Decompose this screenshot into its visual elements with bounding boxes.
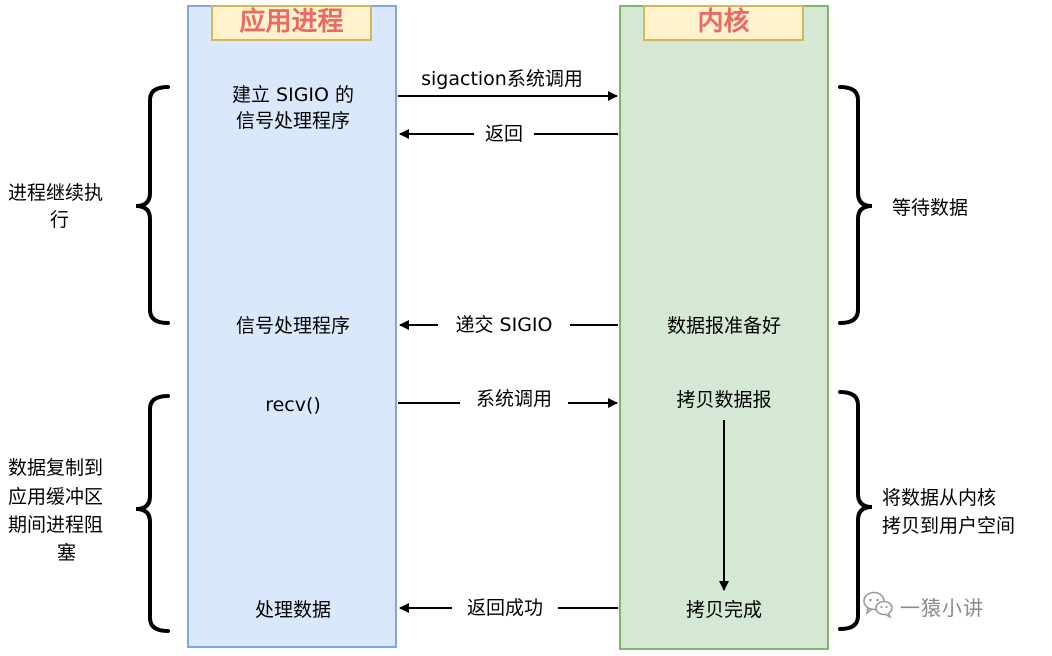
watermark: 一猿小讲 [862,590,984,622]
recv-call-step: recv() [265,394,321,416]
copy-datagram-step: 拷贝数据报 [676,389,772,411]
brace-left-blocked [135,394,170,633]
signal-handler-step: 信号处理程序 [235,315,350,337]
blocked-note-line4: 塞 [57,542,77,564]
syscall-label: 系统调用 [460,386,568,413]
app-process-header: 应用进程 [211,5,372,41]
datagram-ready-step: 数据报准备好 [666,315,781,337]
setup-handler-line2: 信号处理程序 [235,110,350,132]
sigaction-syscall-label: sigaction系统调用 [402,66,602,93]
brace-right-wait [838,85,873,325]
watermark-text: 一猿小讲 [900,595,984,620]
continue-note-line1: 进程继续执 [8,182,104,204]
setup-handler-line1: 建立 SIGIO 的 [231,84,355,106]
copy-complete-step: 拷贝完成 [685,599,762,621]
wechat-icon [862,590,894,622]
app-process-lane [187,5,397,648]
return-success-label: 返回成功 [452,595,558,622]
copy-note-line1: 将数据从内核 [882,487,997,509]
return-label: 返回 [474,121,534,148]
wait-data-note: 等待数据 [892,197,969,219]
brace-left-continue [135,85,170,325]
blocked-note-line3: 期间进程阻 [8,514,104,536]
deliver-sigio-label: 递交 SIGIO [438,312,570,339]
copy-note-line2: 拷贝到用户空间 [882,515,1016,537]
kernel-header: 内核 [643,5,804,41]
brace-right-copy [838,390,873,631]
blocked-note-line1: 数据复制到 [8,457,104,479]
blocked-note-line2: 应用缓冲区 [8,486,104,508]
process-data-step: 处理数据 [254,599,331,621]
continue-note-line2: 行 [50,209,70,231]
